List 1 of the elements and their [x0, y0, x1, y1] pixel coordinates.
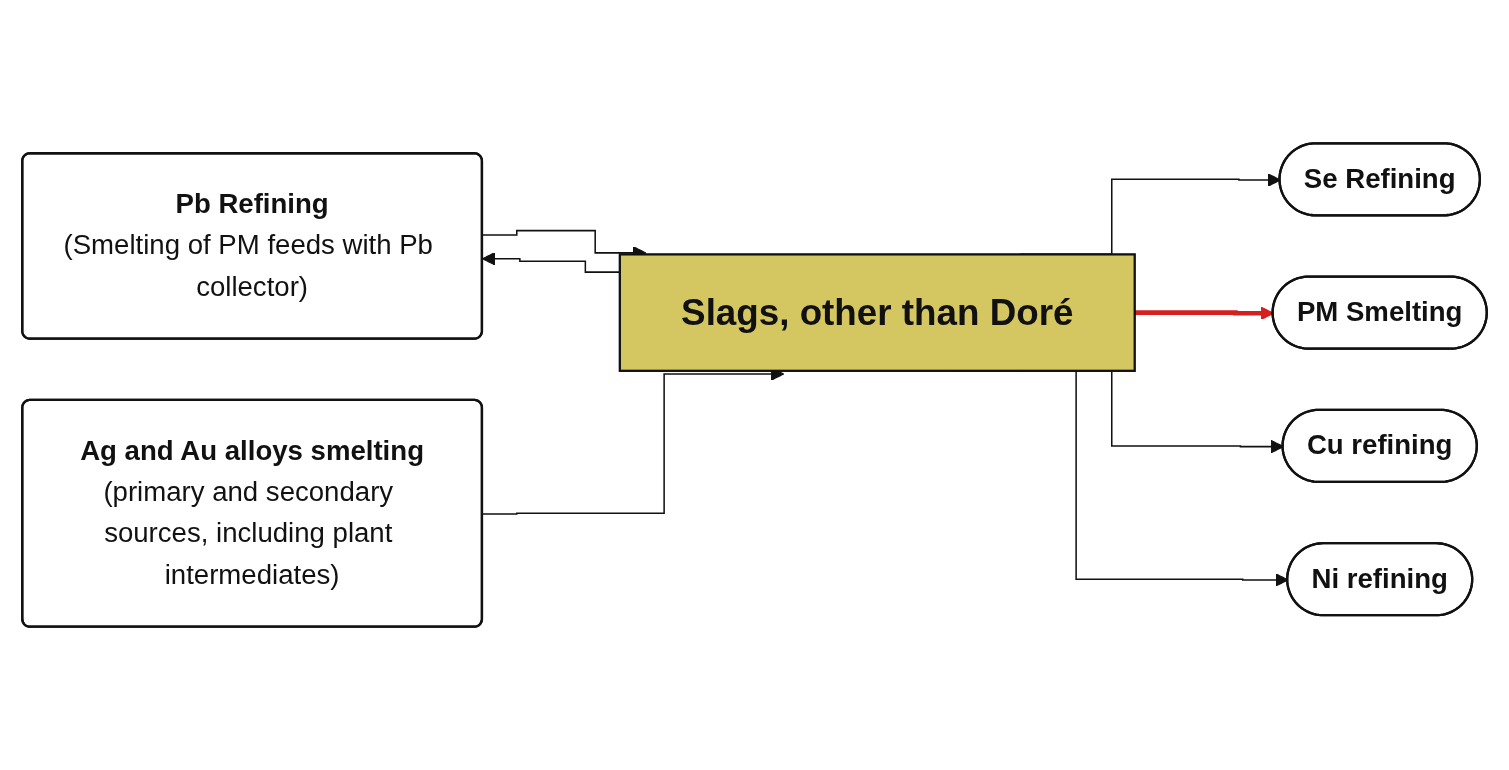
node-box: Slags, other than Doré [618, 253, 1136, 372]
